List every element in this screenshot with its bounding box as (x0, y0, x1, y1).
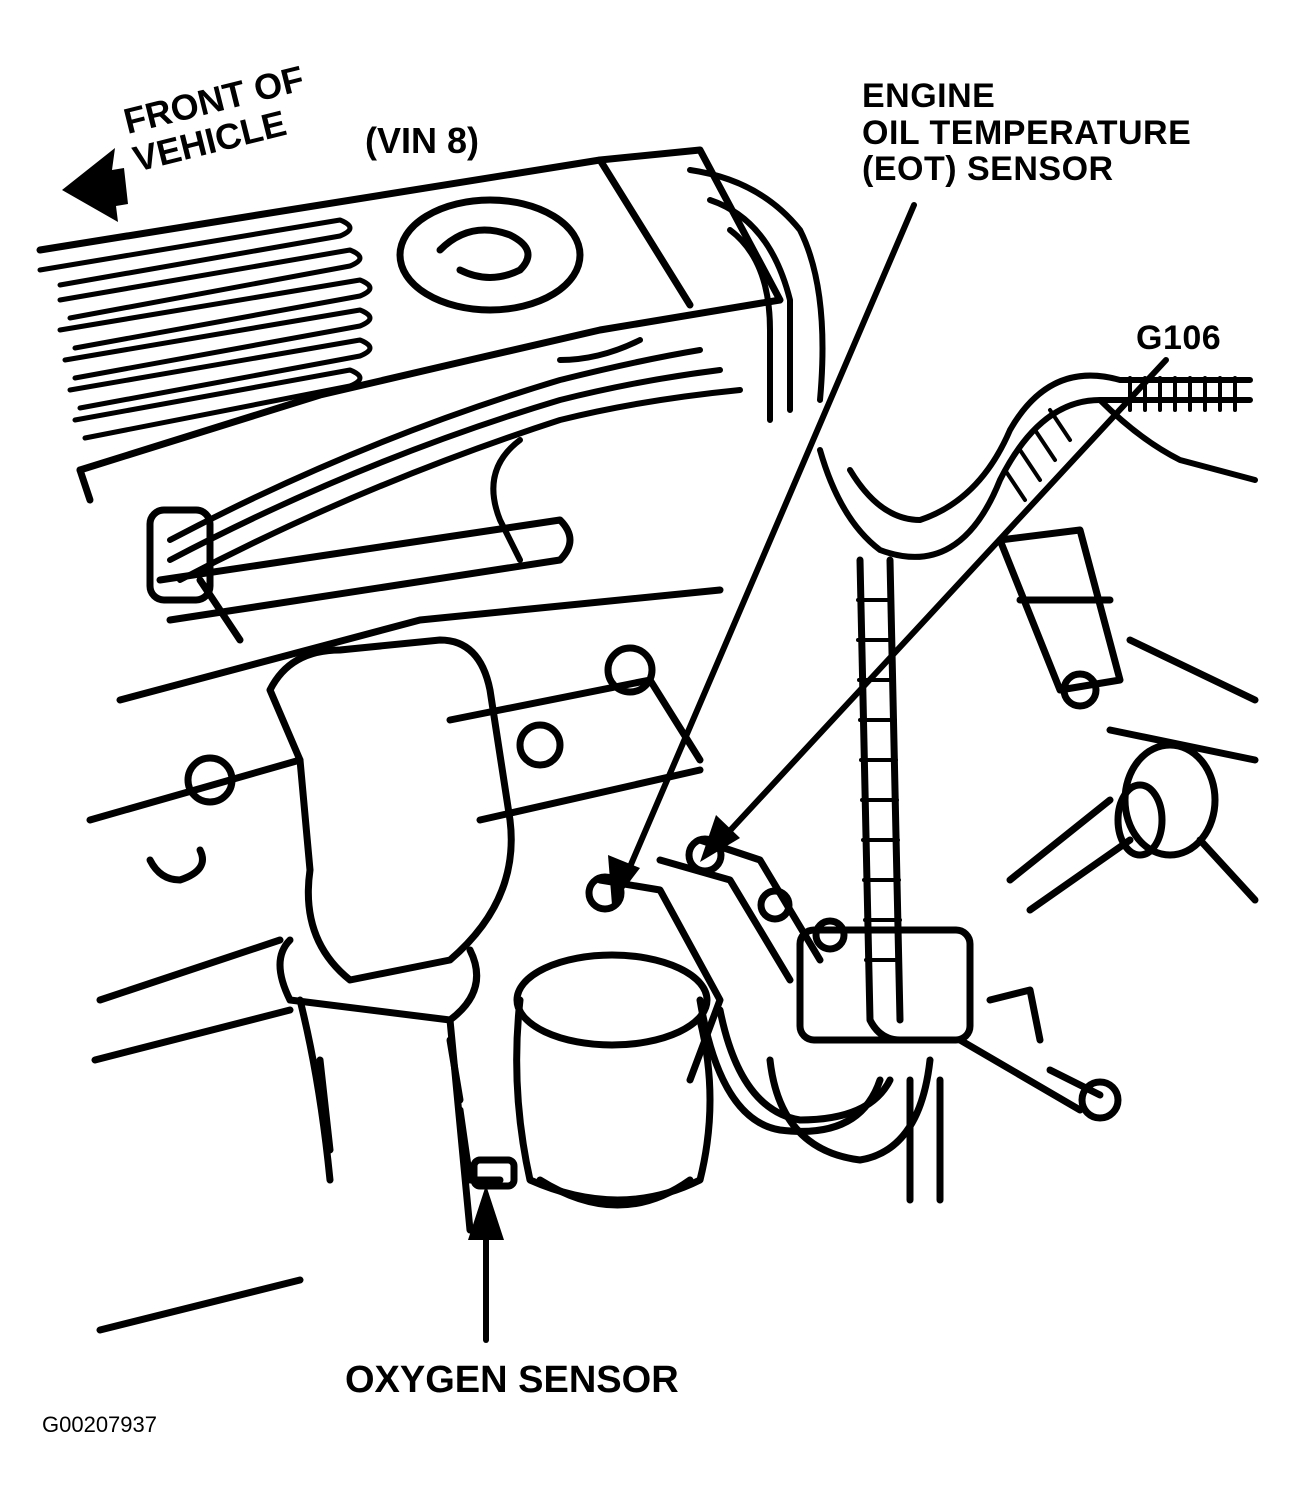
oil-filter (513, 951, 714, 1209)
vin-label: (VIN 8) (365, 120, 480, 161)
brackets (146, 644, 656, 1154)
vertical-harness (856, 556, 904, 1044)
g106-leader-line (709, 357, 1169, 853)
vertical-harness-ticks (856, 598, 902, 962)
engine-cover (36, 146, 784, 504)
oxygen-sensor-label: OXYGEN SENSOR (345, 1359, 679, 1401)
eot-label-line3: (EOT) SENSOR (862, 150, 1114, 189)
engine-block (86, 586, 724, 1334)
eot-arrowhead (608, 855, 640, 905)
fuel-rail (146, 506, 574, 644)
corrugated-harness (817, 372, 1258, 560)
right-bracket (996, 526, 1259, 764)
figure-id: G00207937 (42, 1412, 157, 1437)
oxygen-arrowhead (468, 1185, 504, 1240)
ground-g106-label: G106 (1136, 319, 1222, 357)
corrugation-ticks (1003, 376, 1237, 502)
g106-arrowhead (700, 815, 740, 862)
oxygen-sensor-body (456, 1106, 518, 1190)
cover-ribs (37, 217, 373, 441)
pipe-fitting (1006, 741, 1259, 914)
eot-leader-line (617, 202, 917, 893)
front-direction-arrow (62, 148, 128, 222)
eot-label-line2: OIL TEMPERATURE (862, 113, 1192, 152)
air-intake-duct (266, 636, 515, 1234)
eot-sensor-label: ENGINE OIL TEMPERATURE (EOT) SENSOR (862, 78, 1191, 188)
mounting-bolt (956, 986, 1122, 1122)
lower-hoses (766, 1056, 944, 1204)
top-wiring-harness (167, 167, 826, 583)
eot-label-line1: ENGINE (862, 77, 996, 115)
